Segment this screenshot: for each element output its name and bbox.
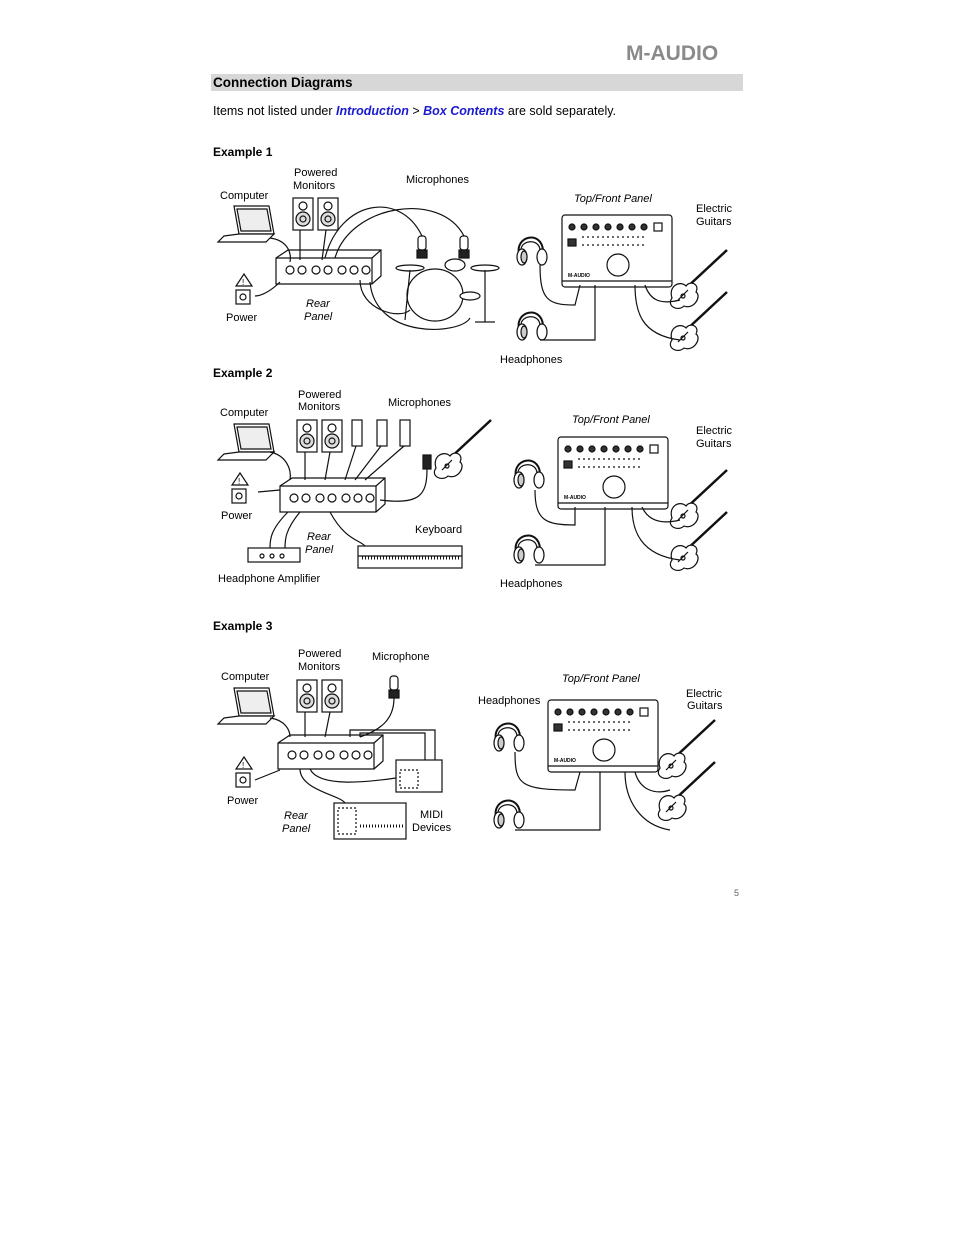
example2-heading: Example 2: [213, 366, 273, 380]
label-panel-1: Panel: [304, 311, 333, 323]
label-top-front-panel-3: Top/Front Panel: [562, 673, 640, 685]
label-panel-3: Panel: [282, 823, 311, 835]
label-top-front-panel-2: Top/Front Panel: [572, 414, 650, 426]
label-guitars-2: Guitars: [696, 438, 732, 450]
label-computer-1: Computer: [220, 190, 269, 202]
label-powered-3: Powered: [298, 648, 342, 660]
label-microphones-2: Microphones: [388, 397, 451, 409]
label-microphone-3: Microphone: [372, 651, 430, 663]
label-keyboard-2: Keyboard: [415, 524, 463, 536]
label-headphones-1: Headphones: [500, 354, 563, 366]
intro-before: Items not listed under: [213, 104, 336, 118]
page-number: 5: [734, 888, 740, 898]
example3-diagram: [217, 675, 717, 840]
label-computer-3: Computer: [221, 671, 270, 683]
example3-heading: Example 3: [213, 619, 273, 633]
label-monitors-3: Monitors: [298, 661, 341, 673]
intro-after: are sold separately.: [504, 104, 617, 118]
label-powered-2: Powered: [298, 389, 342, 401]
label-rear-1: Rear: [306, 298, 330, 310]
introduction-link[interactable]: Introduction: [335, 104, 409, 118]
label-electric-3: Electric: [686, 688, 723, 700]
label-microphones-1: Microphones: [406, 174, 469, 186]
label-power-2: Power: [221, 510, 253, 522]
label-powered-1: Powered: [294, 167, 338, 179]
intro-text: Items not listed under Introduction > Bo…: [213, 104, 616, 118]
label-rear-2: Rear: [307, 531, 331, 543]
intro-separator: >: [408, 104, 424, 118]
m-audio-logo: M-AUDIO: [626, 42, 718, 65]
label-electric-2: Electric: [696, 425, 733, 437]
example1-diagram: [217, 197, 729, 352]
section-title: Connection Diagrams: [213, 75, 353, 90]
label-power-3: Power: [227, 795, 259, 807]
box-contents-link[interactable]: Box Contents: [423, 104, 505, 118]
label-devices-3: Devices: [412, 822, 452, 834]
example2-diagram: [217, 418, 729, 572]
logo-text: M-AUDIO: [626, 42, 718, 65]
label-headphones-3: Headphones: [478, 695, 541, 707]
label-computer-2: Computer: [220, 407, 269, 419]
label-electric-1: Electric: [696, 203, 733, 215]
label-top-front-panel-1: Top/Front Panel: [574, 193, 652, 205]
label-rear-3: Rear: [284, 810, 308, 822]
label-guitars-1: Guitars: [696, 216, 732, 228]
label-headphones-2: Headphones: [500, 578, 563, 590]
label-guitars-3: Guitars: [687, 700, 723, 712]
section-header-bar: Connection Diagrams: [211, 74, 743, 91]
label-monitors-1: Monitors: [293, 180, 336, 192]
label-monitors-2: Monitors: [298, 401, 341, 413]
example1-heading: Example 1: [213, 145, 273, 159]
label-panel-2: Panel: [305, 544, 334, 556]
label-midi-3: MIDI: [420, 809, 444, 821]
label-power-1: Power: [226, 312, 258, 324]
label-headphone-amplifier-2: Headphone Amplifier: [218, 573, 321, 585]
